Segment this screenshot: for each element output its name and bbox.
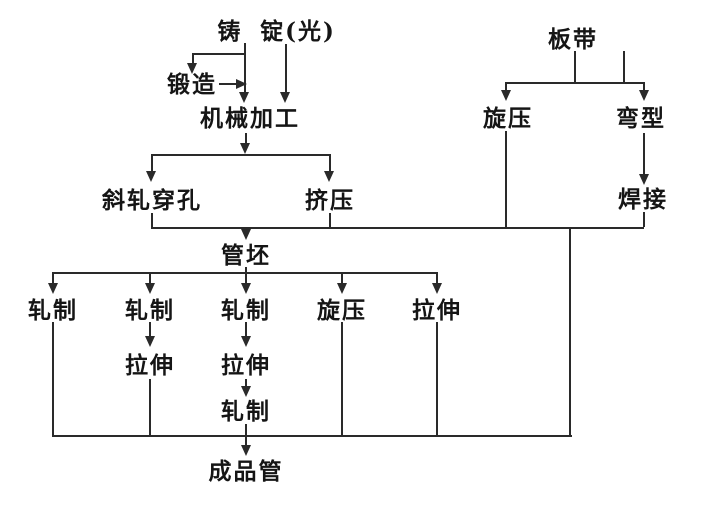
flow-line	[436, 274, 438, 283]
flow-line	[245, 424, 247, 436]
node-spinning-sheet: 旋压	[483, 105, 533, 132]
flow-line	[643, 212, 645, 227]
node-rolling-2: 轧制	[125, 297, 175, 324]
flow-arrowhead	[146, 171, 156, 182]
node-rolling-4: 轧制	[221, 398, 271, 425]
flow-arrowhead	[145, 283, 155, 294]
flow-line	[192, 53, 246, 55]
flow-arrowhead	[241, 386, 251, 397]
flow-arrowhead	[241, 229, 251, 240]
node-machining: 机械加工	[200, 105, 300, 132]
flow-line	[245, 437, 247, 445]
node-plate-strip: 板带	[548, 26, 598, 53]
flow-line	[245, 322, 247, 336]
node-rolling-3: 轧制	[221, 297, 271, 324]
flow-arrowhead	[187, 63, 197, 74]
flow-line	[52, 274, 54, 283]
flow-line	[329, 213, 331, 227]
node-drawing-2: 拉伸	[125, 352, 175, 379]
node-cast: 铸	[217, 18, 243, 45]
flow-line	[245, 379, 247, 386]
flow-arrowhead	[236, 79, 247, 89]
node-drawing-3: 拉伸	[221, 352, 271, 379]
node-forging: 锻造	[167, 71, 217, 98]
flow-line	[151, 156, 153, 171]
flow-line	[574, 51, 576, 82]
flow-line	[219, 83, 236, 85]
flow-line	[341, 274, 343, 283]
flow-arrowhead	[241, 283, 251, 294]
flow-line	[52, 322, 54, 436]
flow-arrowhead	[145, 336, 155, 347]
flow-line	[436, 322, 438, 436]
flow-line	[244, 43, 246, 92]
node-welding: 焊接	[618, 186, 668, 213]
flow-line	[245, 267, 247, 273]
flow-arrowhead	[501, 90, 511, 101]
flow-line	[341, 322, 343, 436]
flow-line	[329, 156, 331, 171]
flow-line	[192, 55, 194, 63]
flow-arrowhead	[240, 143, 250, 154]
flow-line	[151, 227, 644, 229]
node-rolling-1: 轧制	[28, 297, 78, 324]
flow-line	[52, 272, 438, 274]
node-bending: 弯型	[616, 105, 666, 132]
flow-line	[245, 274, 247, 283]
flow-line	[505, 84, 507, 90]
node-extrusion: 挤压	[305, 187, 355, 214]
flow-line	[285, 44, 287, 92]
node-ingot: 锭(光)	[260, 18, 336, 45]
flow-line	[505, 82, 645, 84]
node-tube-blank: 管坯	[221, 242, 271, 269]
flow-line	[643, 133, 645, 174]
node-finished-tube: 成品管	[208, 458, 284, 485]
flow-arrowhead	[241, 336, 251, 347]
flow-line	[151, 213, 153, 227]
flow-line	[623, 51, 625, 82]
flow-line	[52, 435, 572, 437]
flow-line	[245, 133, 247, 143]
flow-arrowhead	[337, 283, 347, 294]
flow-line	[149, 322, 151, 336]
node-cross-roll-piercing: 斜轧穿孔	[102, 187, 202, 214]
node-spinning-tube: 旋压	[317, 297, 367, 324]
flow-line	[569, 227, 571, 437]
flow-arrowhead	[48, 283, 58, 294]
flow-arrowhead	[324, 171, 334, 182]
flow-arrowhead	[639, 174, 649, 185]
flow-arrowhead	[280, 92, 290, 103]
node-drawing-1: 拉伸	[412, 297, 462, 324]
flow-arrowhead	[432, 283, 442, 294]
flow-arrowhead	[639, 90, 649, 101]
flow-line	[151, 154, 331, 156]
flow-line	[643, 84, 645, 90]
flow-arrowhead	[239, 92, 249, 103]
flow-line	[149, 379, 151, 436]
flow-arrowhead	[241, 445, 251, 456]
flow-line	[149, 274, 151, 283]
flow-line	[505, 131, 507, 227]
